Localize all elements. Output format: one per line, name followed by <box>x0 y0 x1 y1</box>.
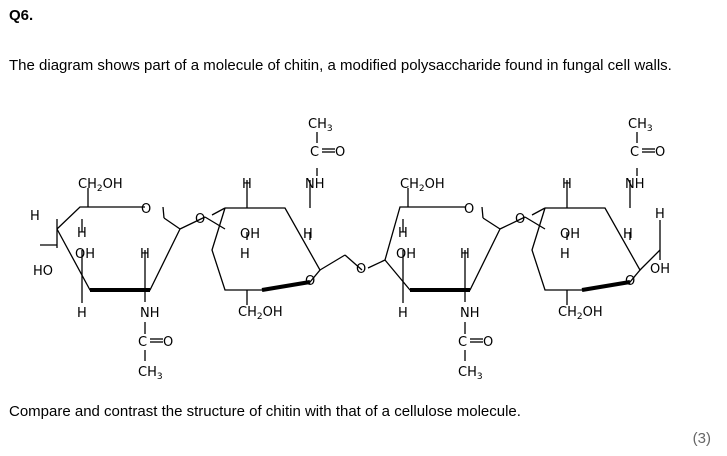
ring2-ch3-label: CH3 <box>308 117 333 134</box>
ring3-ring-oxygen: O <box>464 202 474 217</box>
ring4-ring-oxygen: O <box>625 274 635 289</box>
ring4-h-c1: H <box>655 207 665 222</box>
question-number: Q6. <box>9 7 34 24</box>
marks-available: (3) <box>692 430 711 447</box>
ring3-h-bottom: H <box>398 306 408 321</box>
ring1-oh-c3: OH <box>75 247 95 262</box>
ring4-ch3-label: CH3 <box>628 117 653 134</box>
chitin-structure-diagram: CH2OH O H H OH H HO H NH C O CH3 O H NH … <box>30 117 670 382</box>
ring4-h-c3: H <box>560 247 570 262</box>
glycosidic-oxygen-1: O <box>195 212 205 227</box>
ring4-h-top: H <box>562 177 572 192</box>
ring3-oh-c3: OH <box>396 247 416 262</box>
ring4-ch2oh-label: CH2OH <box>558 305 603 322</box>
ring1-nh-label: NH <box>140 306 160 321</box>
ring4-oh-terminal: OH <box>650 262 670 277</box>
question-prompt: Compare and contrast the structure of ch… <box>9 403 521 420</box>
ring3-carbonyl-c: C <box>458 335 467 350</box>
ring1-h-bottom: H <box>77 306 87 321</box>
ring2-nh-label: NH <box>305 177 325 192</box>
ring1-h-c1: H <box>30 209 40 224</box>
ring2-carbonyl-c: C <box>310 145 319 160</box>
ring3-h-c4: H <box>398 226 408 241</box>
ring4-h-c2: H <box>623 227 633 242</box>
ring1-carbonyl-c: C <box>138 335 147 350</box>
ring4-carbonyl-o: O <box>655 145 665 160</box>
glucosamine-ring-4 <box>531 180 661 305</box>
ring1-ring-oxygen: O <box>141 202 151 217</box>
ring3-h-c2: H <box>460 247 470 262</box>
ring2-oh-label: OH <box>240 227 260 242</box>
glycosidic-oxygen-2: O <box>356 262 366 277</box>
ring1-carbonyl-o: O <box>163 335 173 350</box>
ring2-h-c3: H <box>240 247 250 262</box>
ring4-oh-label: OH <box>560 227 580 242</box>
ring1-h-c4: H <box>77 226 87 241</box>
question-intro: The diagram shows part of a molecule of … <box>9 57 672 74</box>
ring4-carbonyl-c: C <box>630 145 639 160</box>
glucosamine-ring-3 <box>367 188 546 303</box>
ring2-ch2oh-label: CH2OH <box>238 305 283 322</box>
ring2-ring-oxygen: O <box>305 274 315 289</box>
ring3-ch2oh-label: CH2OH <box>400 177 445 194</box>
ring3-nh-label: NH <box>460 306 480 321</box>
ring2-h-c2: H <box>303 227 313 242</box>
ring2-h-top: H <box>242 177 252 192</box>
ring2-carbonyl-o: O <box>335 145 345 160</box>
ring3-carbonyl-o: O <box>483 335 493 350</box>
glucosamine-ring-2 <box>211 180 363 305</box>
glycosidic-oxygen-3: O <box>515 212 525 227</box>
ring1-ch3-label: CH3 <box>138 365 163 382</box>
ring3-ch3-label: CH3 <box>458 365 483 382</box>
ring1-h-c2: H <box>140 247 150 262</box>
ring1-ho-label: HO <box>33 264 53 279</box>
glucosamine-ring-1 <box>40 188 226 303</box>
ring4-nh-label: NH <box>625 177 645 192</box>
ring1-ch2oh-label: CH2OH <box>78 177 123 194</box>
